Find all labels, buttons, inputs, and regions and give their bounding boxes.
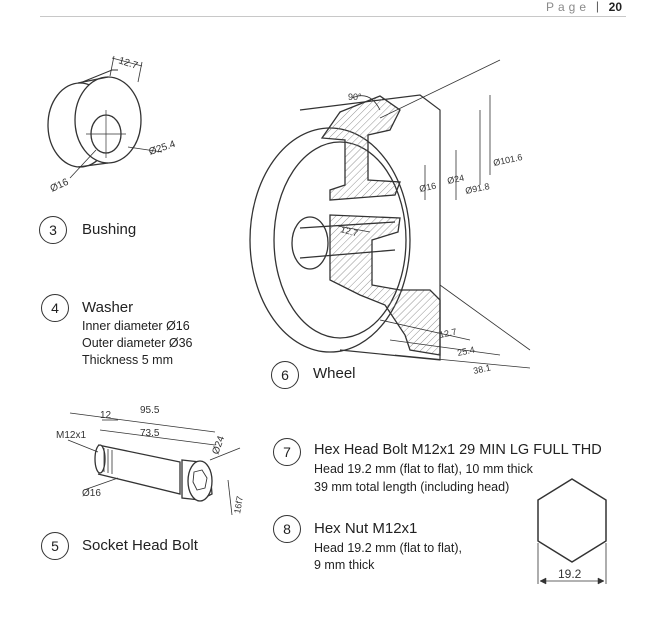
bushing-inner-dim: Ø16 xyxy=(49,177,71,195)
hex-flat-dim: 19.2 xyxy=(558,567,582,581)
socket-bolt-number: 5 xyxy=(41,532,69,560)
bushing-number: 3 xyxy=(39,216,67,244)
wheel-d4-dim: Ø16 xyxy=(418,181,437,194)
washer-line-inner: Inner diameter Ø16 xyxy=(82,319,190,333)
hex-bolt-title: Hex Head Bolt M12x1 29 MIN LG FULL THD xyxy=(314,442,602,458)
bushing-title: Bushing xyxy=(82,221,137,238)
hex-nut-number: 8 xyxy=(273,515,301,543)
bolt-shank-dia-dim: Ø16 xyxy=(82,488,101,499)
washer-title: Washer xyxy=(82,299,134,316)
hex-bolt-line-head: Head 19.2 mm (flat to flat), 10 mm thick xyxy=(314,462,533,476)
bushing-outer-dim: Ø25.4 xyxy=(148,139,178,158)
hex-nut-line-head: Head 19.2 mm (flat to flat), xyxy=(314,541,462,555)
bolt-shank-dim: 73.5 xyxy=(140,428,160,439)
washer-line-outer: Outer diameter Ø36 xyxy=(82,336,193,350)
bushing-length-dim: 12.7 xyxy=(117,55,139,72)
bolt-overall-dim: 95.5 xyxy=(140,405,160,416)
bolt-thread-dim: 12 xyxy=(100,410,112,421)
wheel-d3-dim: Ø24 xyxy=(446,173,465,186)
wheel-drawing xyxy=(249,59,531,369)
socket-bolt-title: Socket Head Bolt xyxy=(82,537,198,554)
page-header: Page | 20 xyxy=(40,0,626,17)
bolt-thread-spec: M12x1 xyxy=(56,430,86,441)
bolt-head-dia-dim: Ø24 xyxy=(210,434,227,456)
wheel-w3-dim: 38.1 xyxy=(472,363,491,376)
page-number: 20 xyxy=(608,0,622,14)
bushing-drawing xyxy=(47,55,163,179)
socket-bolt-drawing xyxy=(67,412,241,516)
hex-nut-title: Hex Nut M12x1 xyxy=(314,520,418,537)
washer-line-thickness: Thickness 5 mm xyxy=(82,353,173,367)
bolt-fit-dim: 16f7 xyxy=(232,495,245,514)
hex-bolt-line-length: 39 mm total length (including head) xyxy=(314,480,510,494)
hexagon-drawing xyxy=(537,478,607,585)
wheel-w2-dim: 25.4 xyxy=(456,345,475,358)
wheel-w1-dim: 12.7 xyxy=(438,327,457,340)
wheel-number: 6 xyxy=(271,361,299,389)
hex-nut-line-thickness: 9 mm thick xyxy=(314,558,375,572)
wheel-angle-dim: 90° xyxy=(348,92,362,102)
page-label: Page xyxy=(545,0,590,14)
wheel-d1-dim: Ø101.6 xyxy=(492,152,523,168)
washer-number: 4 xyxy=(41,294,69,322)
wheel-hub-dim: 12.7 xyxy=(339,224,359,238)
hex-bolt-number: 7 xyxy=(273,438,301,466)
page-separator: | xyxy=(595,0,599,13)
wheel-title: Wheel xyxy=(313,365,356,382)
wheel-d2-dim: Ø91.8 xyxy=(464,181,490,196)
